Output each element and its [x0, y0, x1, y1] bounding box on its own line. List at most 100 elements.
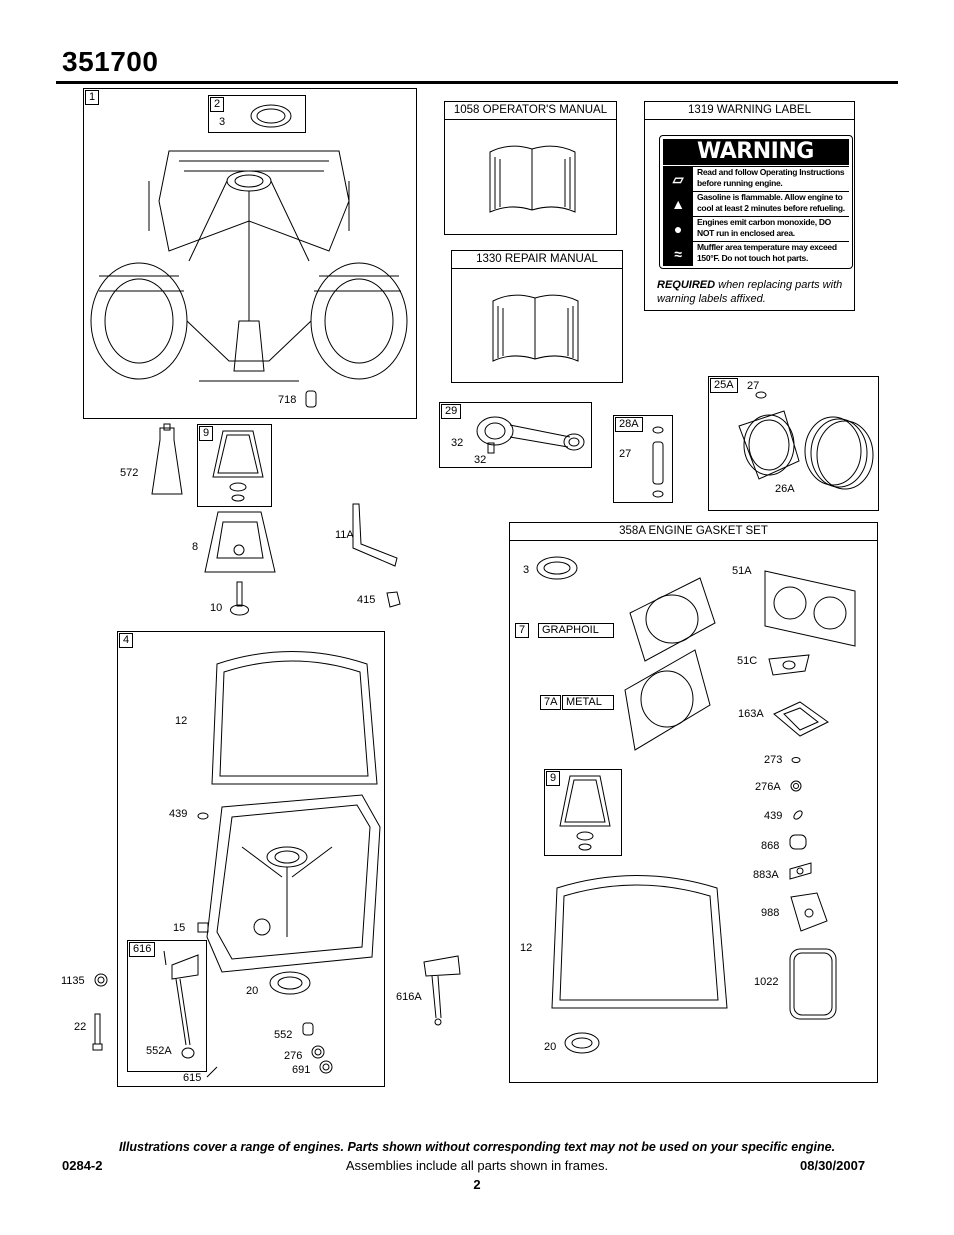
- page-title: 351700: [62, 46, 159, 77]
- warning-text: Gasoline is flammable. Allow engine to c…: [697, 192, 845, 213]
- part-label: 615: [183, 1072, 202, 1084]
- breather-gasket-drawing: [212, 430, 264, 502]
- page-number: 2: [473, 1177, 481, 1192]
- breather-frame: 9: [544, 769, 622, 856]
- part-label: 27: [619, 448, 632, 460]
- bolt-drawing: [230, 581, 249, 616]
- part-label: 27: [747, 380, 760, 392]
- breather-gasket-drawing: [559, 775, 611, 851]
- oil-seal-drawing: [269, 971, 311, 995]
- clip-icon: [206, 1066, 218, 1078]
- seal-icon: [250, 104, 292, 128]
- part-label: 552: [274, 1029, 293, 1041]
- part-label: 12: [520, 942, 533, 954]
- washer-icon: [319, 1060, 333, 1074]
- gasket-icon: [790, 892, 828, 932]
- head-gasket-metal-drawing: [624, 649, 711, 751]
- piston-pin-drawing: [652, 426, 664, 498]
- seal-icon: [536, 556, 578, 580]
- frame-header: 1330 REPAIR MANUAL: [452, 251, 622, 269]
- part-label: 883A: [753, 869, 779, 881]
- dipstick-tube-drawing: [151, 423, 183, 495]
- material-label: GRAPHOIL: [538, 623, 614, 638]
- part-label: 15: [173, 922, 186, 934]
- frame-number: 1: [85, 90, 100, 105]
- warning-row: ▱Read and follow Operating Instructions …: [663, 166, 849, 191]
- footer-center: Assemblies include all parts shown in fr…: [345, 1158, 609, 1173]
- bushing-icon: [789, 834, 807, 850]
- warning-text: Read and follow Operating Instructions b…: [697, 167, 845, 188]
- frame-number: 4: [119, 633, 134, 648]
- flame-icon: ▲: [663, 192, 693, 216]
- cylinder-frame: 1 2 3 718: [83, 88, 417, 419]
- sump-frame: 4 12 439 15 20 552 276 691 615 616 552A: [117, 631, 385, 1087]
- part-label: 552A: [146, 1045, 172, 1057]
- head-gasket-graphoil-drawing: [629, 577, 716, 662]
- part-label: 616A: [396, 991, 422, 1003]
- part-label: 868: [761, 840, 780, 852]
- part-label: 1135: [61, 975, 85, 987]
- required-note: REQUIRED when replacing parts with warni…: [657, 279, 843, 305]
- repair-manual-frame: 1330 REPAIR MANUAL: [451, 250, 623, 383]
- part-label: 12: [175, 715, 188, 727]
- book-icon: [489, 145, 576, 213]
- washer-icon: [311, 1045, 325, 1059]
- operators-manual-frame: 1058 OPERATOR'S MANUAL: [444, 101, 617, 235]
- nut-drawing: [386, 591, 401, 608]
- connecting-rod-drawing: [476, 416, 585, 454]
- piston-frame: 25A 27 26A: [708, 376, 879, 511]
- frame-number: 7: [515, 623, 530, 638]
- cylinder-block-drawing: [90, 150, 408, 382]
- part-label: 439: [764, 810, 783, 822]
- sump-gasket-drawing: [211, 651, 378, 785]
- gas-icon: ●: [663, 217, 693, 241]
- frame-header: 1319 WARNING LABEL: [645, 102, 854, 120]
- warning-decal: WARNING ▱Read and follow Operating Instr…: [659, 135, 853, 269]
- washer-icon: [790, 780, 802, 792]
- part-label: 11A: [335, 529, 354, 541]
- exhaust-gasket-drawing: [764, 570, 856, 647]
- part-label: 10: [210, 602, 223, 614]
- breather-frame: 9: [197, 424, 272, 507]
- part-label: 32: [474, 454, 487, 466]
- connecting-rod-frame: 29 32 32: [439, 402, 592, 468]
- footer-doc-number: 0284-2: [62, 1158, 103, 1173]
- washer-icon: [94, 973, 108, 987]
- governor-shaft-drawing: [163, 950, 199, 1059]
- breather-cover-drawing: [204, 511, 276, 573]
- frame-number: 29: [441, 404, 462, 419]
- title-rule: [56, 81, 898, 84]
- seal-icon: [793, 810, 803, 820]
- part-label: 718: [278, 394, 297, 406]
- part-label: 691: [292, 1064, 311, 1076]
- dowel-icon: [305, 390, 317, 408]
- piston-drawing: [738, 391, 874, 490]
- seal-icon: [197, 812, 209, 820]
- frame-number: 25A: [710, 378, 738, 393]
- warning-logo-word: WARNING: [663, 139, 849, 165]
- book-icon: [492, 294, 579, 362]
- hot-surface-icon: ≈: [663, 242, 693, 266]
- footer-date: 08/30/2007: [800, 1158, 866, 1173]
- frame-number: 7A: [540, 695, 562, 710]
- part-label: 415: [357, 594, 376, 606]
- footer-note: Illustrations cover a range of engines. …: [118, 1140, 836, 1154]
- seal-subframe: 2 3: [208, 95, 306, 133]
- part-label: 3: [523, 564, 530, 576]
- frame-header: 1058 OPERATOR'S MANUAL: [445, 102, 616, 120]
- plug-icon: [197, 922, 209, 933]
- book-icon: ▱: [663, 167, 693, 191]
- gasket-icon: [768, 654, 810, 676]
- part-label: 572: [120, 467, 139, 479]
- gasket-icon: [773, 701, 829, 737]
- part-label: 8: [192, 541, 199, 553]
- part-label: 276A: [755, 781, 781, 793]
- frame-number: 616: [129, 942, 156, 957]
- warning-label-frame: 1319 WARNING LABEL WARNING ▱Read and fol…: [644, 101, 855, 311]
- part-label: 20: [544, 1041, 557, 1053]
- piston-pin-frame: 28A 27: [613, 415, 673, 503]
- warning-text: Engines emit carbon monoxide, DO NOT run…: [697, 217, 831, 238]
- oil-seal-drawing: [564, 1032, 600, 1054]
- part-label: 51A: [732, 565, 752, 577]
- part-label: 276: [284, 1050, 303, 1062]
